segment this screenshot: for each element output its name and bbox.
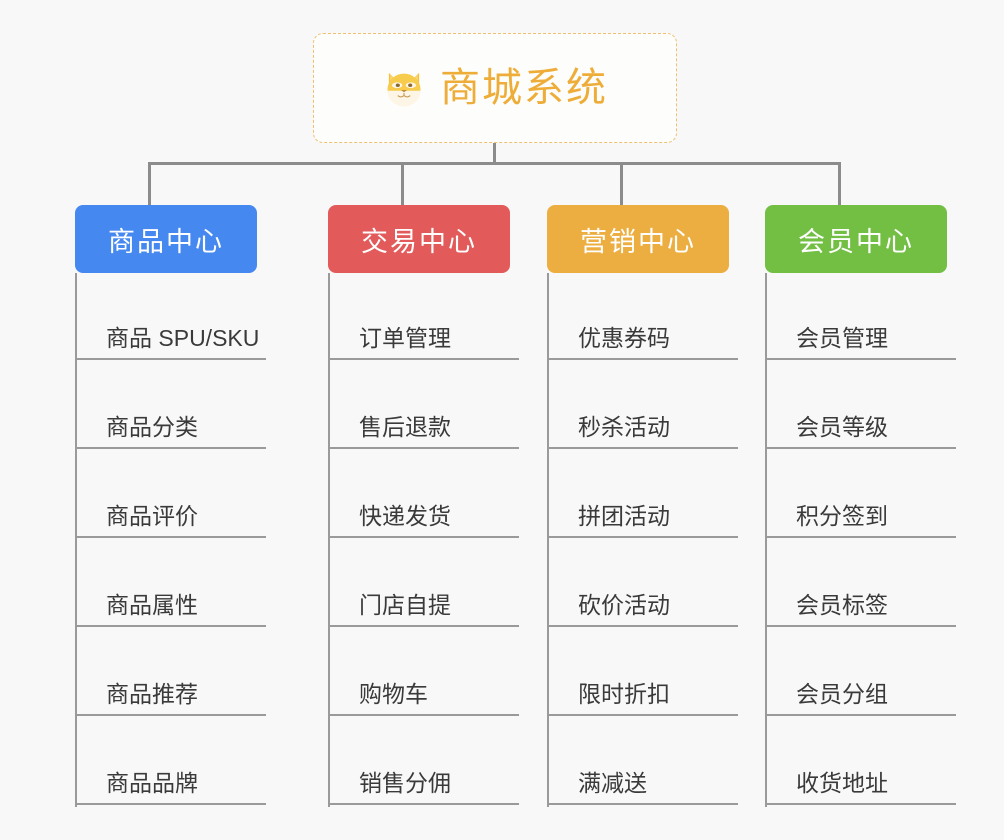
leaf-list: 优惠券码秒杀活动拼团活动砍价活动限时折扣满减送	[547, 273, 799, 807]
leaf-node[interactable]: 商品品牌	[77, 718, 327, 807]
branch-drop-connector	[401, 162, 404, 205]
leaf-node-label: 商品评价	[77, 503, 266, 538]
leaf-node-label: 会员管理	[767, 325, 956, 360]
root-stem-connector	[493, 143, 496, 164]
leaf-node[interactable]: 积分签到	[767, 451, 1004, 540]
leaf-node-label: 购物车	[330, 681, 519, 716]
leaf-node-label: 商品分类	[77, 414, 266, 449]
leaf-node[interactable]: 订单管理	[330, 273, 580, 362]
leaf-node-label: 满减送	[549, 770, 738, 805]
leaf-node-label: 会员等级	[767, 414, 956, 449]
leaf-node-label: 商品品牌	[77, 770, 266, 805]
branch-drop-connector	[620, 162, 623, 205]
leaf-node[interactable]: 销售分佣	[330, 718, 580, 807]
branch-header-label: 会员中心	[798, 226, 914, 257]
leaf-node-label: 商品属性	[77, 592, 266, 627]
leaf-node[interactable]: 快递发货	[330, 451, 580, 540]
leaf-node[interactable]: 商品分类	[77, 362, 327, 451]
leaf-node-label: 门店自提	[330, 592, 519, 627]
leaf-node-label: 秒杀活动	[549, 414, 738, 449]
leaf-node-label: 订单管理	[330, 325, 519, 360]
leaf-node-label: 积分签到	[767, 503, 956, 538]
leaf-node[interactable]: 满减送	[549, 718, 799, 807]
leaf-list: 会员管理会员等级积分签到会员标签会员分组收货地址	[765, 273, 1004, 807]
branch-drop-connector	[838, 162, 841, 205]
leaf-node[interactable]: 商品属性	[77, 540, 327, 629]
leaf-node-label: 收货地址	[767, 770, 956, 805]
branch-header[interactable]: 会员中心	[765, 205, 947, 273]
root-node[interactable]: 商城系统	[313, 33, 677, 143]
leaf-node-label: 销售分佣	[330, 770, 519, 805]
leaf-node-label: 快递发货	[330, 503, 519, 538]
leaf-node[interactable]: 收货地址	[767, 718, 1004, 807]
branch-header-label: 营销中心	[580, 226, 696, 257]
leaf-node[interactable]: 会员分组	[767, 629, 1004, 718]
leaf-node-label: 售后退款	[330, 414, 519, 449]
leaf-node[interactable]: 砍价活动	[549, 540, 799, 629]
leaf-list: 订单管理售后退款快递发货门店自提购物车销售分佣	[328, 273, 580, 807]
branch-header-label: 交易中心	[361, 226, 477, 257]
leaf-node[interactable]: 商品 SPU/SKU	[77, 273, 327, 362]
leaf-node[interactable]: 会员等级	[767, 362, 1004, 451]
leaf-node[interactable]: 限时折扣	[549, 629, 799, 718]
branch-header[interactable]: 商品中心	[75, 205, 257, 273]
leaf-node-label: 限时折扣	[549, 681, 738, 716]
root-title: 商城系统	[440, 66, 608, 110]
leaf-list: 商品 SPU/SKU 商品分类商品评价商品属性商品推荐商品品牌	[75, 273, 327, 807]
leaf-node-label: 会员分组	[767, 681, 956, 716]
branch-drop-connector	[148, 162, 151, 205]
leaf-node[interactable]: 售后退款	[330, 362, 580, 451]
branch-spine-connector	[148, 162, 840, 165]
shiba-dog-face-icon	[382, 66, 426, 110]
leaf-node[interactable]: 门店自提	[330, 540, 580, 629]
leaf-node-label: 会员标签	[767, 592, 956, 627]
leaf-node-label: 优惠券码	[549, 325, 738, 360]
leaf-node[interactable]: 会员标签	[767, 540, 1004, 629]
branch-header[interactable]: 营销中心	[547, 205, 729, 273]
leaf-node[interactable]: 优惠券码	[549, 273, 799, 362]
leaf-node[interactable]: 购物车	[330, 629, 580, 718]
leaf-node[interactable]: 商品评价	[77, 451, 327, 540]
leaf-node[interactable]: 拼团活动	[549, 451, 799, 540]
branch-header[interactable]: 交易中心	[328, 205, 510, 273]
leaf-node[interactable]: 秒杀活动	[549, 362, 799, 451]
leaf-node[interactable]: 会员管理	[767, 273, 1004, 362]
branch-header-label: 商品中心	[108, 226, 224, 257]
leaf-node-label: 砍价活动	[549, 592, 738, 627]
leaf-node-label: 商品推荐	[77, 681, 266, 716]
leaf-node-label: 拼团活动	[549, 503, 738, 538]
leaf-node-label: 商品 SPU/SKU	[77, 325, 266, 360]
leaf-node[interactable]: 商品推荐	[77, 629, 327, 718]
